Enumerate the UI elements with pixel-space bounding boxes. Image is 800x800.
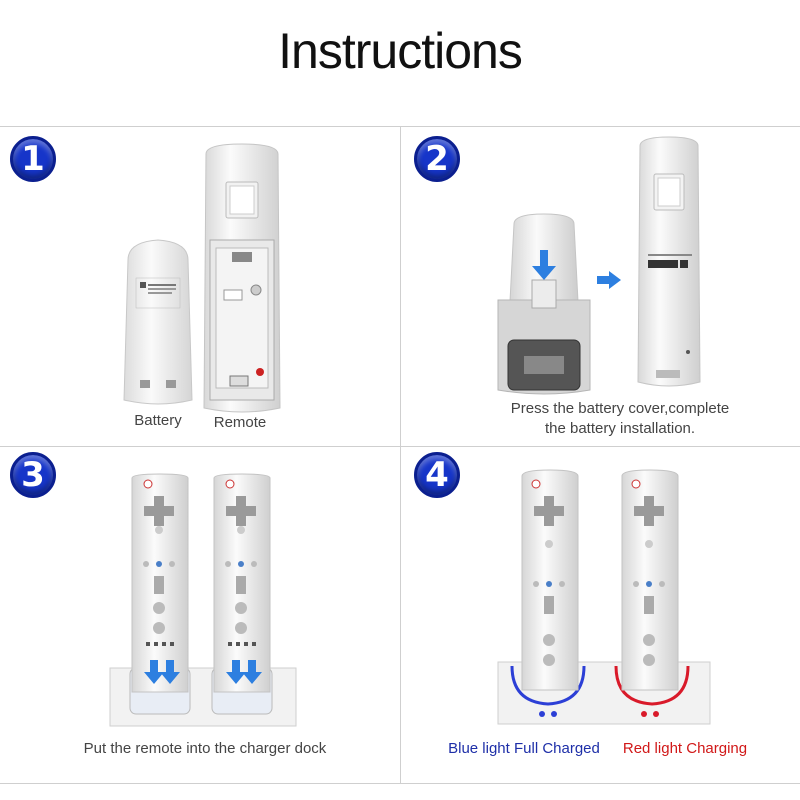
step-2-caption-line2: the battery installation.: [544, 420, 696, 437]
step-3-caption: Put the remote into the charger dock: [83, 740, 327, 757]
red-light-label: Red light Charging: [622, 740, 748, 757]
charger-dock-with-remotes-illustration: [109, 473, 297, 727]
battery-cover-illustration: [123, 239, 193, 405]
page-title: Instructions: [278, 23, 523, 79]
remote-label: Remote: [213, 414, 267, 431]
step-2-badge: 2: [414, 136, 460, 182]
remote-closed-back-illustration: [637, 136, 701, 387]
step-2-caption-line1: Press the battery cover,complete: [510, 400, 730, 417]
battery-label: Battery: [134, 412, 182, 429]
step-3-badge: 3: [10, 452, 56, 498]
grid-divider-vertical: [400, 126, 401, 783]
remote-open-back-illustration: [203, 143, 281, 413]
blue-light-label: Blue light Full Charged: [448, 740, 600, 757]
grid-divider-bottom: [0, 783, 800, 784]
down-arrow-icon: [532, 250, 556, 280]
remote-with-cover-illustration: [497, 213, 591, 395]
right-arrow-icon: [597, 271, 621, 289]
step-4-badge: 4: [414, 452, 460, 498]
charger-dock-charging-illustration: [497, 469, 711, 725]
step-1-badge: 1: [10, 136, 56, 182]
